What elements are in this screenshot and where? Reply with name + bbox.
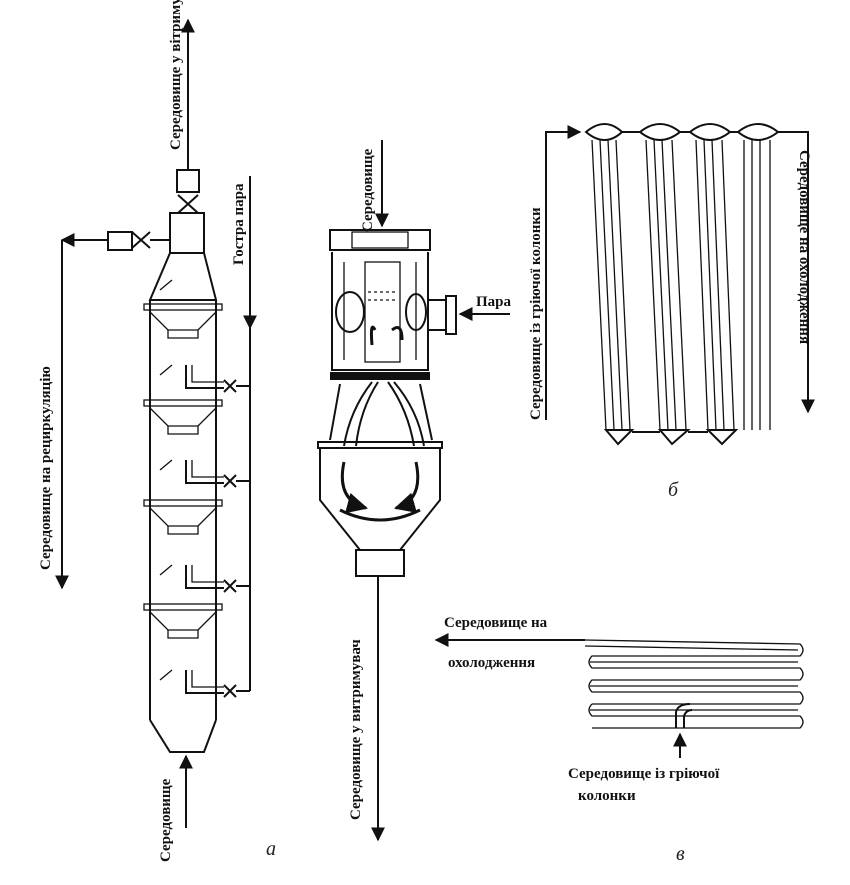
label-b-medium-in: Середовище — [360, 148, 376, 232]
label-d-to-cooling-2: охолодження — [448, 655, 535, 671]
tubular-holder: Середовище із гріючої колонки Середовище… — [528, 123, 815, 501]
label-a-live-steam: Гостра пара — [231, 183, 247, 265]
top-cone — [148, 252, 218, 301]
swirl-arrow-3 — [339, 508, 421, 522]
outlet-line — [778, 131, 815, 414]
swirl-arrow-2 — [393, 461, 420, 513]
column-a: Середовище у вітримувач Середовище на ре… — [38, 0, 276, 862]
bottom-cone — [149, 719, 217, 753]
swirl-arrow-1 — [340, 461, 369, 514]
label-c-from-column: Середовище із гріючої колонки — [528, 207, 544, 420]
top-flange — [329, 229, 431, 251]
coil-inlet-elbow — [675, 703, 691, 728]
label-b-steam: Пара — [476, 294, 512, 310]
recirc-valve-icon — [131, 231, 151, 249]
steam-inlet-nozzle — [427, 299, 447, 331]
flanges — [143, 303, 223, 611]
top-valve-icon — [177, 194, 199, 214]
label-a-top-out: Середовище у вітримувач — [168, 0, 184, 150]
recirc-valve-body — [107, 231, 133, 251]
subfigure-label-b: б — [668, 479, 679, 501]
subfigure-label-a: а — [266, 838, 276, 860]
top-valve-body — [176, 169, 200, 193]
flow-arrow-2 — [391, 326, 404, 341]
holding-chamber — [319, 448, 441, 551]
inlet-line — [545, 125, 582, 420]
label-a-medium-in: Середовище — [158, 778, 174, 862]
outlet-nozzle — [355, 549, 405, 577]
label-a-recirc: Середовище на рециркуляцію — [38, 366, 54, 570]
coil-holder: Середовище на охолодження Середовище із … — [434, 615, 804, 865]
injector-heater: Середовище Пара Середовище у витримувач — [317, 140, 512, 842]
column-neck — [169, 212, 205, 254]
baffle-trays — [149, 311, 217, 639]
diffuser-body — [329, 383, 433, 441]
label-d-from-column-2: колонки — [578, 788, 636, 804]
steam-nozzles — [159, 364, 224, 694]
flow-arrow-1 — [369, 325, 377, 346]
steam-chamber — [331, 252, 429, 371]
inner-tube — [364, 261, 401, 363]
coil-turns — [584, 639, 804, 729]
label-c-to-cooling: Середовище на охолодження — [796, 150, 812, 344]
steam-valves — [223, 379, 250, 698]
tube-sheet — [330, 372, 430, 380]
tube-bundles — [584, 123, 815, 446]
label-b-to-holder: Середовище у витримувач — [348, 639, 364, 820]
label-d-from-column-1: Середовище із гріючої — [568, 766, 720, 782]
label-d-to-cooling-1: Середовище на — [444, 615, 548, 631]
subfigure-label-c: в — [676, 843, 685, 865]
